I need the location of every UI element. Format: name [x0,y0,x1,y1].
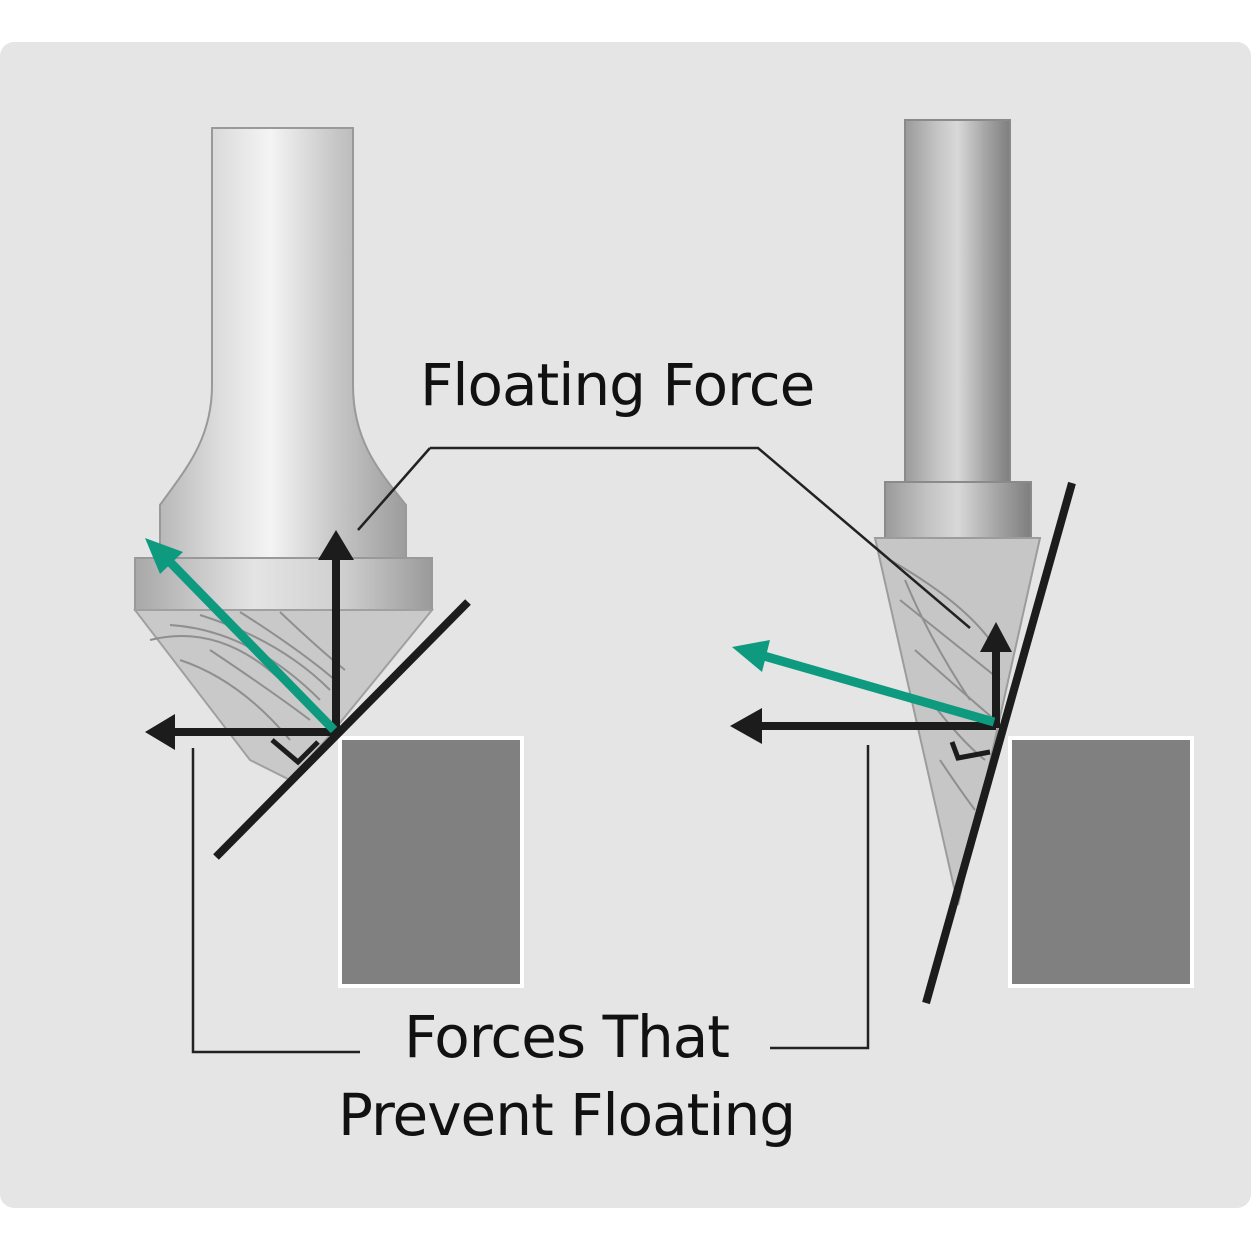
ball-nose-burr [132,127,435,782]
workpiece-block-right [1008,736,1194,988]
resultant-arrowhead-icon [732,640,770,672]
left-arrowhead-icon [730,708,762,744]
left-arrowhead-icon [145,714,175,750]
tangent-line-left [213,599,471,860]
up-arrowhead-icon [318,530,354,560]
prevent-floating-label-line2: Prevent Floating [338,1081,796,1149]
floating-force-label: Floating Force [420,351,815,419]
leader-prevent-right [770,745,870,1050]
right-angle-mark-icon [949,741,991,761]
prevent-floating-label-line1: Forces That [404,1003,730,1071]
force-arrows-left [145,530,354,766]
up-arrowhead-icon [980,622,1012,652]
right-angle-mark-icon [270,738,320,766]
workpiece-block-left [338,736,524,988]
tangent-line-right [922,481,1076,1005]
force-arrows-right [730,622,1012,761]
resultant-arrowhead-icon [145,538,183,574]
leader-floating-top [430,446,971,629]
leader-prevent-left [191,748,360,1054]
leader-floating-left [357,447,431,531]
